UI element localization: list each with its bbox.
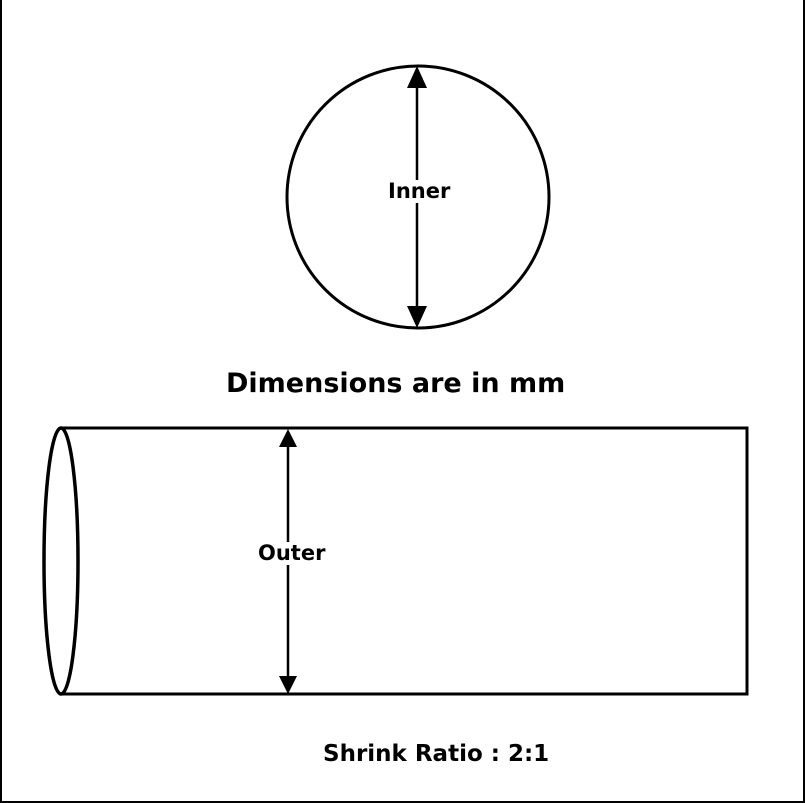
outer-arrowhead-bottom — [279, 676, 297, 694]
units-note: Dimensions are in mm — [226, 368, 566, 399]
inner-arrowhead-top — [407, 66, 427, 88]
tube-cross-section-circle — [285, 64, 551, 330]
inner-arrowhead-bottom — [407, 306, 427, 328]
tube-end-ellipse — [42, 426, 80, 696]
shrink-ratio-note: Shrink Ratio : 2:1 — [323, 741, 550, 767]
outer-arrowhead-top — [279, 429, 297, 447]
outer-diameter-label: Outer — [256, 541, 328, 565]
tube-body-outline — [61, 426, 749, 696]
inner-diameter-label: Inner — [386, 179, 453, 203]
